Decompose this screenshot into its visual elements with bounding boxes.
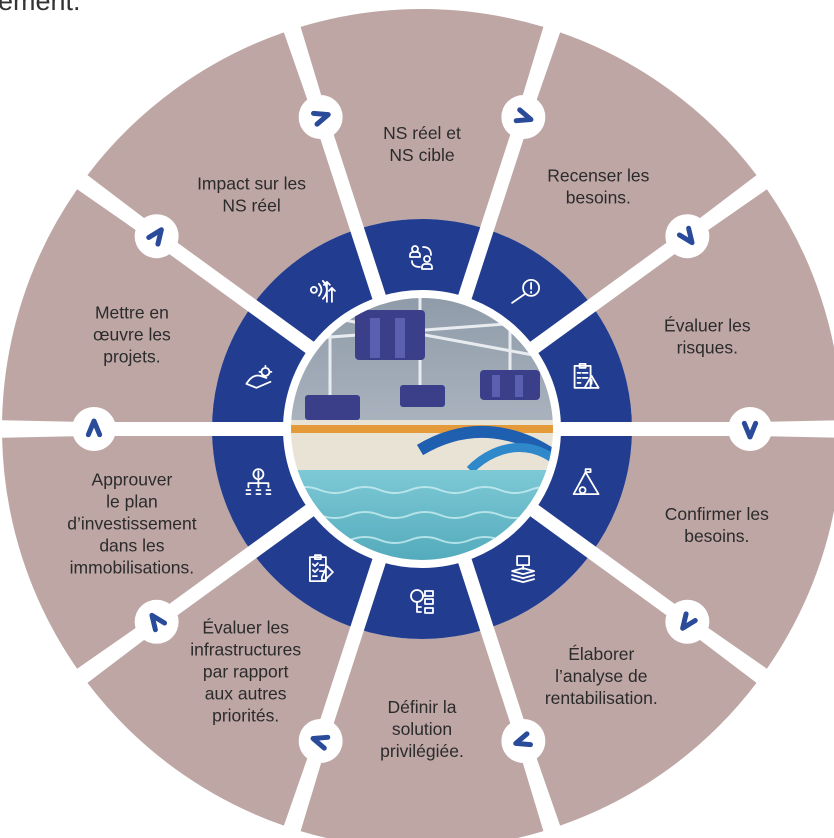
outer-ring [2,9,834,838]
step-label-line: NS réel et [383,123,461,143]
segment-elaborer [491,555,757,826]
step-label-line: Évaluer les [202,618,289,638]
step-chevrons [72,95,772,763]
chevron-down-icon [665,599,710,644]
signal-arrows-icon [310,279,336,303]
segment-recenser [491,32,757,303]
step-label-line: NS réel [222,195,280,215]
step-label-line: infrastructures [190,640,301,660]
segment-evaluer-infra [87,555,353,826]
step-label-line: d’investissement [67,513,196,533]
step-label-line: projets. [103,347,160,367]
chevron-down-left-icon [134,599,179,644]
step-label-line: risques. [677,337,738,357]
magnifier-alert-icon [511,279,540,304]
checklist-pen-icon [309,554,334,583]
chevron-up-icon [134,214,179,259]
chevron-up-right-icon [298,95,343,140]
inner-segment-evaluer-infra [252,508,381,629]
gear-flowchart-icon [410,589,434,614]
step-label-line: Définir la [387,697,456,717]
step-label-line: dans les [99,535,164,555]
chevron-right-icon [501,95,546,140]
stacked-money-icon [511,555,535,584]
inner-segment-ns-reel-cible [357,219,487,301]
clipboard-warning-icon [573,362,600,389]
step-label-line: Approuver [92,469,173,489]
hand-gear-icon [245,364,273,389]
step-label-line: par rapport [203,662,289,682]
step-label-line: œuvre les [93,325,171,345]
step-label-line: aux autres [205,684,287,704]
divider [78,176,317,356]
divider [78,502,317,682]
chevron-down-left-icon [501,718,546,763]
chevron-down-right-icon [728,407,772,451]
step-label-line: solution [392,719,452,739]
divider [457,27,559,303]
inner-segment-recenser [463,229,592,350]
divider [527,502,766,682]
chevron-down-right-icon [665,214,710,259]
divider [457,555,559,831]
divider [285,555,387,831]
step-label-line: priorités. [212,706,279,726]
chevron-down-left-icon [298,718,343,763]
segment-mettre-oeuvre [2,189,250,425]
segment-confirmer [594,433,834,669]
step-label-line: Confirmer les [665,504,769,524]
step-label-line: Évaluer les [664,315,751,335]
chevron-up-left-icon [72,407,116,451]
step-label-line: NS cible [389,145,454,165]
mountain-flag-icon [572,468,600,496]
step-label-line: l’analyse de [555,666,647,686]
step-label-line: Impact sur les [197,173,306,193]
step-label-line: besoins. [684,526,749,546]
segment-ns-reel-cible [300,9,544,228]
dollar-tree-icon [245,468,272,496]
step-label-line: besoins. [566,187,631,207]
divider [285,27,387,303]
segment-impact [87,32,353,303]
step-label-line: immobilisations. [70,557,194,577]
step-label-line: rentabilisation. [545,688,658,708]
step-label-line: privilégiée. [380,741,464,761]
step-label-line: Mettre en [95,303,169,323]
step-label-line: Recenser les [547,165,649,185]
segment-approuver [2,433,250,669]
people-exchange-icon [409,245,433,270]
segment-definir [300,630,544,838]
segment-evaluer-risques [594,189,834,425]
step-icons [245,245,600,614]
header-text-fragment: ement. [0,0,81,16]
segment-dividers [2,27,834,831]
step-label-line: Élaborer [568,644,634,664]
step-label-line: le plan [106,491,158,511]
divider [527,176,766,356]
